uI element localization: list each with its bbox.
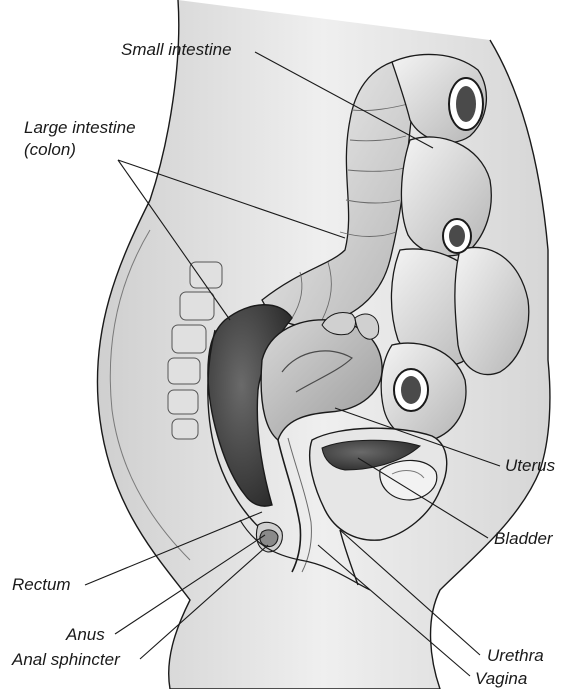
label-urethra: Urethra <box>487 646 544 666</box>
label-large-intestine: Large intestine <box>24 118 136 138</box>
label-vagina: Vagina <box>475 669 527 689</box>
intestine-lumen-low-inner <box>401 376 421 404</box>
label-bladder: Bladder <box>494 529 553 549</box>
label-colon: (colon) <box>24 140 76 160</box>
label-anus: Anus <box>66 625 105 645</box>
label-rectum: Rectum <box>12 575 71 595</box>
anal-sphincter <box>256 522 282 552</box>
label-uterus: Uterus <box>505 456 555 476</box>
intestine-lumen-mid-inner <box>449 225 465 247</box>
intestine-lumen-top-inner <box>456 86 476 122</box>
label-anal-sphincter: Anal sphincter <box>12 650 120 670</box>
label-small-intestine: Small intestine <box>121 40 232 60</box>
